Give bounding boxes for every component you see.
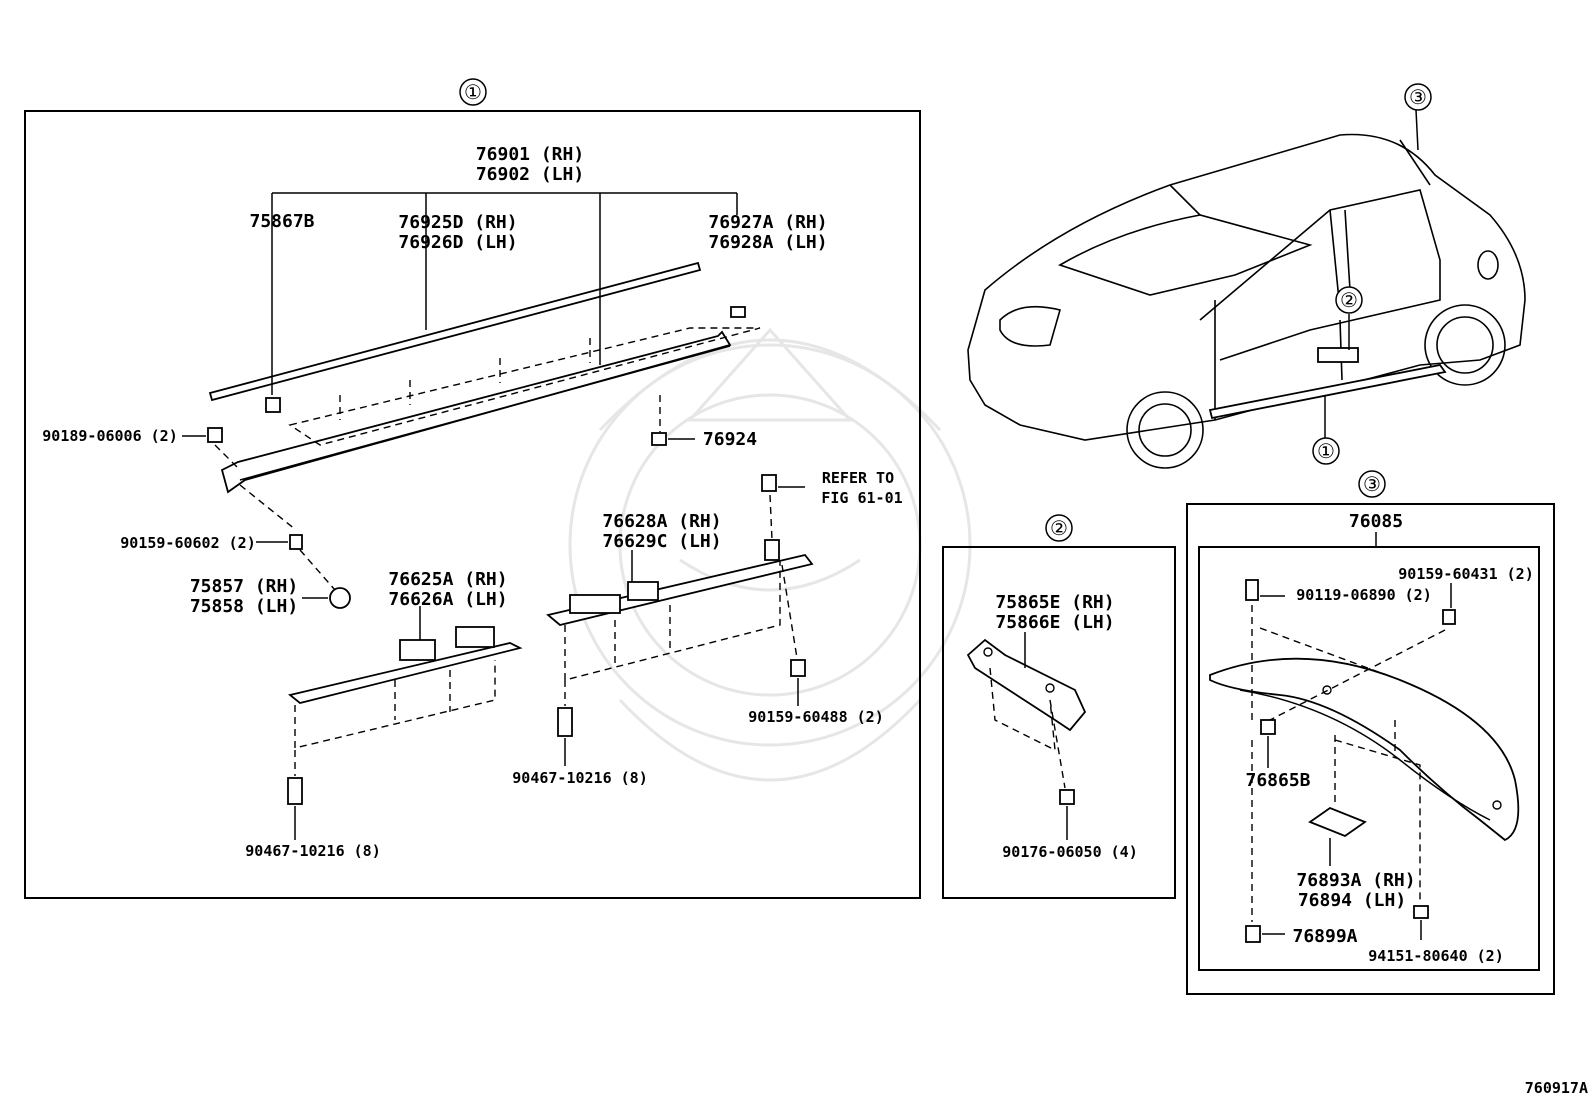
label-76927A: 76927A (RH) [708,212,827,233]
label-90189: 90189-06006 (2) [42,427,177,445]
car-marker-3: ③ [1409,85,1427,109]
label-76901: 76901 (RH) [476,144,584,165]
nut-76924 [651,432,667,446]
vehicle-illustration: ③ ② ① [967,83,1526,469]
clip-refer-fig [761,474,777,492]
car-marker-2: ② [1340,288,1358,312]
label-90467-middle: 90467-10216 (8) [512,769,647,787]
label-76085: 76085 [1349,511,1403,532]
screw-90159-60488 [790,659,806,677]
screw-90159-60602 [289,534,303,550]
clip-76899A [1245,925,1261,943]
label-refer-fig: FIG 61-01 [821,489,902,507]
group-1-frame [24,110,921,899]
group-1-marker: ① [464,80,482,104]
label-76926D: 76926D (LH) [398,232,517,253]
bracket-76893A [1308,806,1367,838]
label-76626A: 76626A (LH) [388,589,507,610]
clip-90189 [207,427,223,443]
label-90159-60488: 90159-60488 (2) [748,708,883,726]
group-3-inner-frame [1198,546,1540,971]
label-94151: 94151-80640 (2) [1368,947,1503,965]
group-2-marker: ② [1050,516,1068,540]
label-90159-60602: 90159-60602 (2) [120,534,255,552]
label-76924: 76924 [703,429,757,450]
label-76629C: 76629C (LH) [602,531,721,552]
label-76894: 76894 (LH) [1298,890,1406,911]
label-75858: 75858 (LH) [190,596,298,617]
bolt-90467-left [287,777,303,805]
label-90176: 90176-06050 (4) [1002,843,1137,861]
label-76625A: 76625A (RH) [388,569,507,590]
group-1: ① [24,78,921,899]
end-clip-76927A [730,306,746,318]
label-refer-to: REFER TO [822,469,894,487]
group-3-marker: ③ [1363,472,1381,496]
label-75865E: 75865E (RH) [995,592,1114,613]
label-76925D: 76925D (RH) [398,212,517,233]
label-76902: 76902 (LH) [476,164,584,185]
nut-94151 [1413,905,1429,919]
group-3: ③ 76085 90159-60431 (2) 90119-06890 (2) … [1186,470,1555,995]
car-marker-1: ① [1317,439,1335,463]
label-90159-60431: 90159-60431 (2) [1398,565,1533,583]
label-76899A: 76899A [1292,926,1357,947]
label-76928A: 76928A (LH) [708,232,827,253]
bracket-76625A [287,642,523,704]
label-76893A: 76893A (RH) [1296,870,1415,891]
label-90119: 90119-06890 (2) [1296,586,1431,604]
label-90467-left: 90467-10216 (8) [245,842,380,860]
group-3-outer-frame [1186,503,1555,995]
label-75867B: 75867B [249,211,314,232]
vehicle-pillar-highlight [1317,347,1359,363]
group-2-frame [942,546,1176,899]
cap-75857 [329,587,351,609]
label-75866E: 75866E (LH) [995,612,1114,633]
bolt-90119 [1245,579,1259,601]
label-76628A: 76628A (RH) [602,511,721,532]
bracket-75865E [966,638,1087,732]
moulding-upper-strip [208,261,702,402]
clip-76865B [1260,719,1276,735]
group-2: ② 75865E (RH) 75866E (LH) 90176-06050 (4… [942,514,1176,899]
rocker-moulding [220,330,732,494]
clip-90176 [1059,789,1075,805]
label-75857: 75857 (RH) [190,576,298,597]
vehicle-rocker-highlight [1208,364,1447,420]
clip-75867B [265,397,281,413]
label-76865B: 76865B [1245,770,1310,791]
diagram-code: 760917A [1525,1079,1588,1097]
bolt-90467-middle [557,707,573,737]
screw-90159-60431 [1442,609,1456,625]
rear-spoiler [1209,657,1520,842]
